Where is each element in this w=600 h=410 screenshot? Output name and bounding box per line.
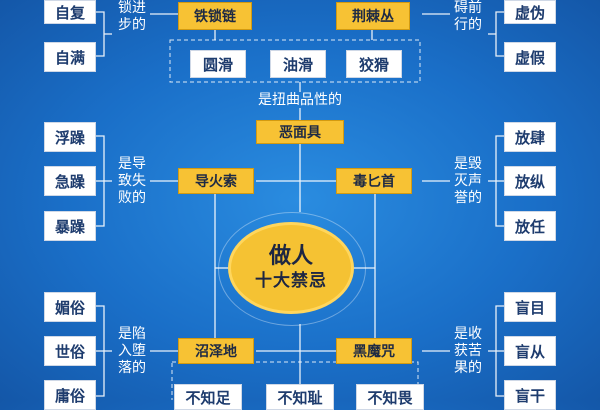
left-bottom-caption-line-3: 落的 bbox=[118, 360, 146, 376]
discontent-box: 不知足 bbox=[174, 384, 242, 410]
right-middle-caption-line-3: 誉的 bbox=[454, 190, 482, 206]
left-top-caption-line-1: 锁进 bbox=[118, 0, 146, 16]
thorn-bush-box: 荆棘丛 bbox=[336, 2, 410, 30]
center-title-line-2: 十大禁忌 bbox=[255, 271, 327, 291]
connector-lines bbox=[0, 0, 600, 400]
evil-mask-box: 恶面具 bbox=[256, 120, 344, 144]
right-bottom-caption-line-3: 果的 bbox=[454, 360, 482, 376]
left-middle-caption: 是导 致失 败的 bbox=[112, 156, 152, 207]
right-bottom-item-1: 盲目 bbox=[504, 292, 556, 322]
cunning-box: 狡猾 bbox=[346, 50, 402, 78]
right-middle-caption: 是毁 灭声 誉的 bbox=[448, 156, 488, 207]
left-middle-caption-line-2: 致失 bbox=[118, 173, 146, 189]
left-top-caption: 锁进 步的 bbox=[112, 0, 152, 34]
left-bottom-caption: 是陷 入堕 落的 bbox=[112, 326, 152, 377]
slick-box: 油滑 bbox=[270, 50, 326, 78]
left-bottom-caption-line-1: 是陷 bbox=[118, 326, 146, 342]
left-top-item-1: 自复 bbox=[44, 0, 96, 24]
left-middle-item-3: 暴躁 bbox=[44, 211, 96, 241]
left-bottom-item-2: 世俗 bbox=[44, 336, 96, 366]
right-middle-item-3: 放任 bbox=[504, 211, 556, 241]
center-title-line-1: 做人 bbox=[268, 244, 313, 269]
right-top-item-1: 虚伪 bbox=[504, 0, 556, 24]
right-bottom-item-2: 盲从 bbox=[504, 336, 556, 366]
distorted-character-caption: 是扭曲品性的 bbox=[258, 92, 342, 108]
right-top-caption: 碍前 行的 bbox=[448, 0, 488, 34]
swamp-box: 沼泽地 bbox=[178, 338, 254, 364]
fearless-box: 不知畏 bbox=[356, 384, 424, 410]
right-middle-item-2: 放纵 bbox=[504, 166, 556, 196]
left-bottom-item-1: 媚俗 bbox=[44, 292, 96, 322]
black-curse-box: 黑魔咒 bbox=[336, 338, 412, 364]
left-middle-caption-line-1: 是导 bbox=[118, 156, 146, 172]
center-ring bbox=[218, 212, 366, 326]
left-middle-caption-line-3: 败的 bbox=[118, 190, 146, 206]
right-bottom-item-3: 盲干 bbox=[504, 380, 556, 410]
smooth-box: 圆滑 bbox=[190, 50, 246, 78]
right-middle-caption-line-1: 是毁 bbox=[454, 156, 482, 172]
right-bottom-caption: 是收 获苦 果的 bbox=[448, 326, 488, 377]
left-bottom-item-3: 庸俗 bbox=[44, 380, 96, 410]
right-bottom-caption-line-2: 获苦 bbox=[454, 343, 482, 359]
poison-dagger-box: 毒匕首 bbox=[336, 168, 412, 194]
left-middle-item-2: 急躁 bbox=[44, 166, 96, 196]
right-top-caption-line-2: 行的 bbox=[454, 17, 482, 33]
left-middle-item-1: 浮躁 bbox=[44, 122, 96, 152]
right-middle-item-1: 放肆 bbox=[504, 122, 556, 152]
right-bottom-caption-line-1: 是收 bbox=[454, 326, 482, 342]
iron-chain-box: 铁锁链 bbox=[178, 2, 252, 30]
right-top-item-2: 虚假 bbox=[504, 42, 556, 72]
right-middle-caption-line-2: 灭声 bbox=[454, 173, 482, 189]
left-top-item-2: 自满 bbox=[44, 42, 96, 72]
left-top-caption-line-2: 步的 bbox=[118, 17, 146, 33]
shameless-box: 不知耻 bbox=[266, 384, 334, 410]
right-top-caption-line-1: 碍前 bbox=[454, 0, 482, 16]
fuse-box: 导火索 bbox=[178, 168, 254, 194]
left-bottom-caption-line-2: 入堕 bbox=[118, 343, 146, 359]
center-title-circle: 做人 十大禁忌 bbox=[228, 222, 354, 314]
